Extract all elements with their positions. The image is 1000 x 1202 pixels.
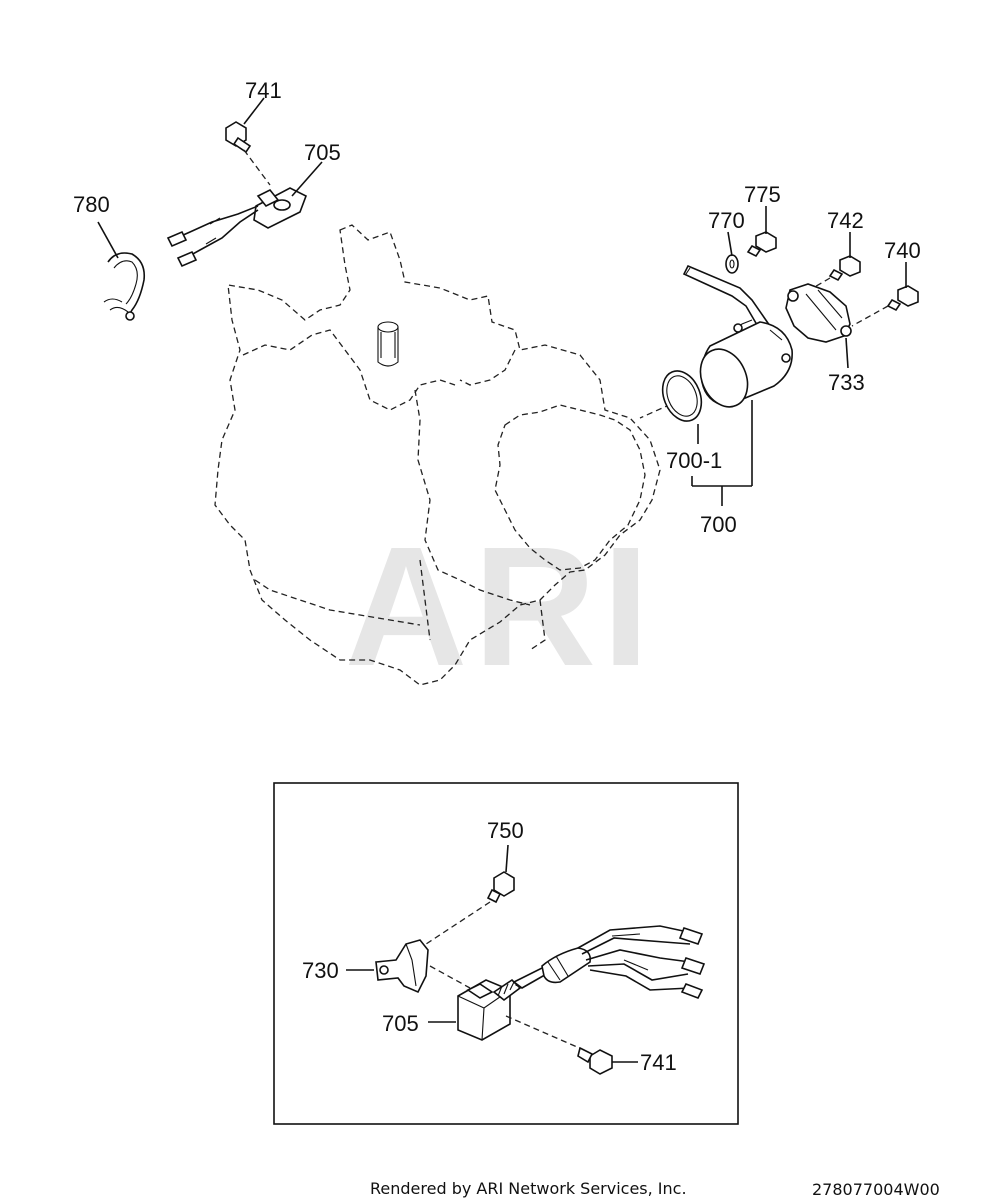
cover-plate-733	[785, 283, 852, 343]
watermark: ARI	[345, 512, 656, 702]
label-780: 780	[73, 192, 110, 217]
bolt-741-top	[225, 121, 271, 186]
label-742: 742	[827, 208, 864, 233]
label-741-top: 741	[245, 78, 282, 103]
bolt-750	[419, 871, 515, 949]
label-775: 775	[744, 182, 781, 207]
footer-credit: Rendered by ARI Network Services, Inc.	[370, 1179, 687, 1198]
label-770: 770	[708, 208, 745, 233]
label-733: 733	[828, 370, 865, 395]
label-700: 700	[700, 512, 737, 537]
bolt-775	[746, 231, 777, 258]
label-705-inset: 705	[382, 1011, 419, 1036]
oil-sensor-705-inset	[429, 925, 706, 1051]
washer-770	[725, 254, 739, 274]
wire-clip-780	[103, 252, 146, 321]
inset-box	[273, 782, 739, 1125]
bracket-730	[375, 939, 429, 994]
label-750: 750	[487, 818, 524, 843]
oil-sensor-705	[166, 187, 308, 268]
label-740: 740	[884, 238, 921, 263]
label-730: 730	[302, 958, 339, 983]
bolt-740	[851, 285, 919, 327]
label-741-inset: 741	[640, 1050, 677, 1075]
bracket-arm	[682, 264, 772, 331]
solenoid-700	[639, 319, 793, 419]
footer-diagram-code: 278077004W00	[812, 1180, 940, 1199]
label-700-1: 700-1	[666, 448, 722, 473]
engine-block-outline	[214, 224, 661, 686]
o-ring-700-1	[661, 370, 703, 422]
bolt-741-inset	[577, 1046, 613, 1075]
label-705-top: 705	[304, 140, 341, 165]
